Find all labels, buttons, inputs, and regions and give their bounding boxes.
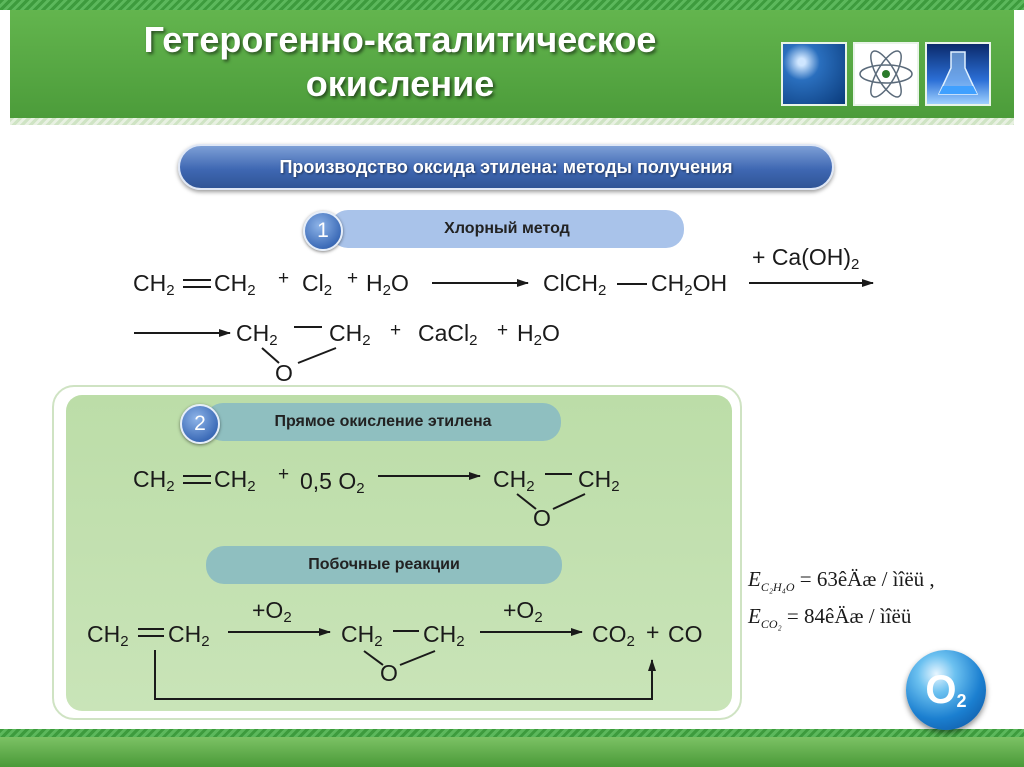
m2-plus: + xyxy=(278,464,290,485)
slide-title-line1: Гетерогенно-каталитическое xyxy=(143,19,657,60)
m1-reagent: + Ca(OH)2 xyxy=(752,244,860,273)
m1-cacl2: CaCl2 xyxy=(418,320,478,349)
method1-label: Хлорный метод xyxy=(330,210,684,248)
m2-ethylene-left: CH2 xyxy=(133,466,175,495)
bubbles-image xyxy=(781,42,847,106)
sr-co: CO xyxy=(668,621,703,647)
m1-epoxide-ring xyxy=(261,326,337,364)
sr-ethylene-left: CH2 xyxy=(87,621,129,650)
m1-plus-1: + xyxy=(278,268,290,289)
footer-stripe xyxy=(0,729,1024,737)
header-top-stripe xyxy=(0,0,1024,10)
m1-h2o-2: H2O xyxy=(517,320,560,349)
m1-plus-2: + xyxy=(347,268,359,289)
m1-product-a: ClCH2 xyxy=(543,270,607,299)
m1-ethylene-right: CH2 xyxy=(214,270,256,299)
flask-icon xyxy=(937,51,979,95)
m1-ethylene-left: CH2 xyxy=(133,270,175,299)
m1-epoxide-right: CH2 xyxy=(329,320,371,349)
sr-co2: CO2 xyxy=(592,621,635,650)
flask-image xyxy=(925,42,991,106)
sr-ethylene-right: CH2 xyxy=(168,621,210,650)
m1-epoxide-left: CH2 xyxy=(236,320,278,349)
footer-bar xyxy=(0,737,1024,767)
sr-epoxide-o: O xyxy=(380,660,398,686)
slide-title: Гетерогенно-каталитическое окисление xyxy=(40,18,760,106)
m2-epoxide-right: CH2 xyxy=(578,466,620,495)
sr-arrow2-label: +O2 xyxy=(503,597,543,626)
sr-double-bond xyxy=(138,628,164,637)
m2-double-bond xyxy=(183,475,211,484)
sr-arrow1-label: +O2 xyxy=(252,597,292,626)
sr-bypass-arrow xyxy=(154,650,656,700)
atom-icon xyxy=(859,50,913,98)
sr-epoxide-ring xyxy=(363,630,436,666)
m2-epoxide-ring xyxy=(516,473,586,510)
m1-double-bond xyxy=(183,279,211,288)
sr-epoxide-left: CH2 xyxy=(341,621,383,650)
energy-ethylene-oxide: EC₂H₄O = 63êÄæ / ìîëü , xyxy=(748,567,935,595)
method2-label: Прямое окисление этилена xyxy=(205,403,561,441)
banner-text: Производство оксида этилена: методы полу… xyxy=(279,157,733,177)
m2-epoxide-left: CH2 xyxy=(493,466,535,495)
o2-logo-icon: O2 xyxy=(906,650,986,730)
side-reactions-label: Побочные реакции xyxy=(206,546,562,584)
m1-product-b: CH2OH xyxy=(651,270,728,299)
header-rule xyxy=(10,118,1014,125)
m2-oxygen: 0,5 O2 xyxy=(300,468,365,497)
sr-plus: + xyxy=(646,619,660,645)
method1-number-badge: 1 xyxy=(303,211,343,251)
m2-ethylene-right: CH2 xyxy=(214,466,256,495)
m1-epoxide-o: O xyxy=(275,360,293,386)
m1-plus-3: + xyxy=(390,320,402,341)
m1-plus-4: + xyxy=(497,320,509,341)
slide-title-line2: окисление xyxy=(305,63,495,104)
m1-h2o: H2O xyxy=(366,270,409,299)
atom-image xyxy=(853,42,919,106)
energy-co2: ECO₂ = 84êÄæ / ìîëü xyxy=(748,604,912,632)
sr-epoxide-right: CH2 xyxy=(423,621,465,650)
section-banner: Производство оксида этилена: методы полу… xyxy=(178,144,834,190)
m2-epoxide-o: O xyxy=(533,505,551,531)
method2-number-badge: 2 xyxy=(180,404,220,444)
m1-cl2: Cl2 xyxy=(302,270,333,299)
